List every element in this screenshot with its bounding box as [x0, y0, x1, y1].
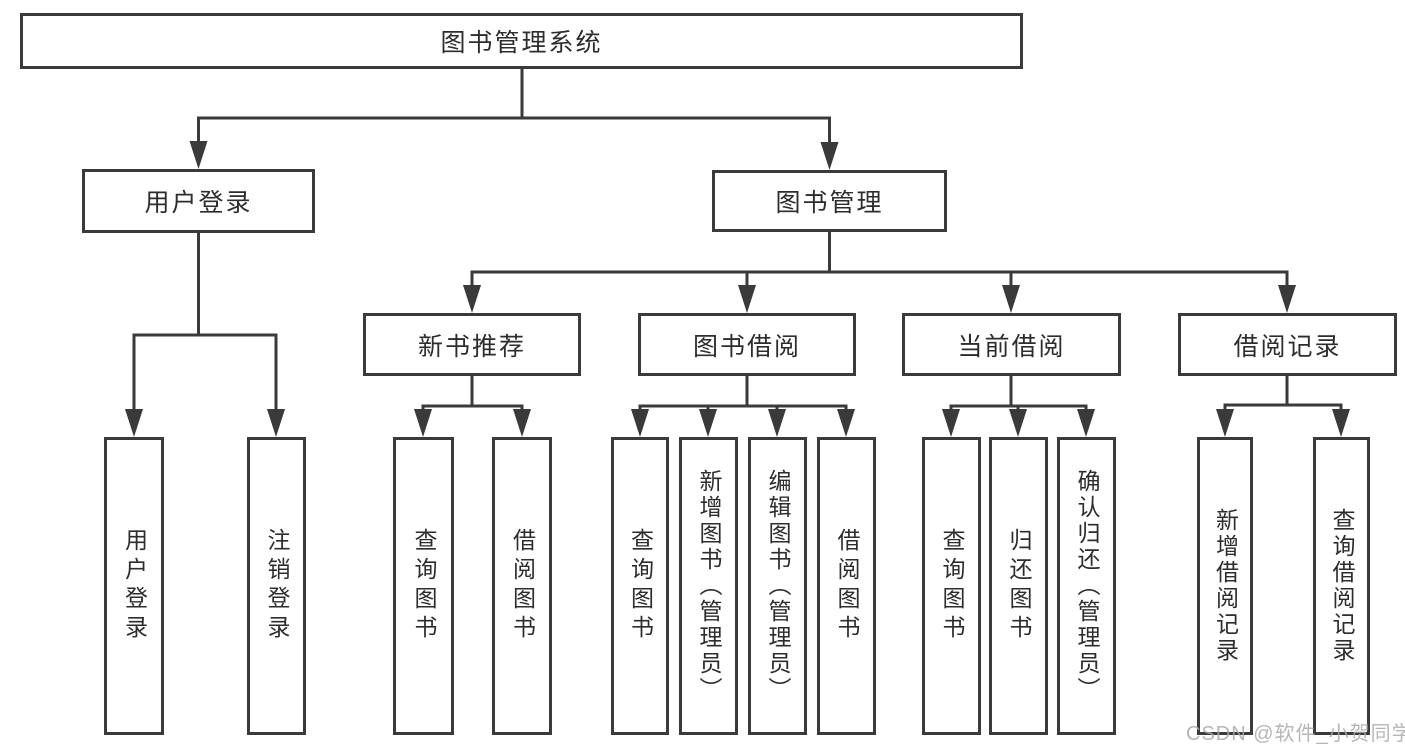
- leaf-add-borrowing-record: 新增借阅记录: [1197, 437, 1253, 735]
- leaf-user-login: 用户登录: [104, 437, 164, 735]
- leaf-query-books-current: 查询图书: [922, 437, 981, 735]
- leaf-edit-books-admin: 编辑图书（管理员）: [748, 437, 807, 735]
- node-book-borrowing: 图书借阅: [638, 313, 856, 376]
- node-new-book-recommendation: 新书推荐: [363, 313, 581, 376]
- leaf-return-books: 归还图书: [989, 437, 1048, 735]
- node-label: 注销登录: [264, 528, 290, 644]
- node-label: 编辑图书（管理员）: [765, 469, 791, 703]
- node-label: 借阅记录: [1233, 332, 1342, 361]
- node-label: 新书推荐: [417, 332, 526, 361]
- leaf-query-borrowing-record: 查询借阅记录: [1313, 437, 1370, 735]
- node-borrowing-records: 借阅记录: [1178, 313, 1397, 376]
- node-book-management: 图书管理: [712, 170, 947, 232]
- node-label: 图书管理系统: [440, 29, 603, 57]
- node-label: 用户登录: [144, 189, 253, 217]
- watermark: CSDN @软件_小贺同学: [1186, 723, 1405, 745]
- node-library-management-system: 图书管理系统: [20, 13, 1023, 69]
- node-label: 新增借阅记录: [1212, 508, 1239, 664]
- node-label: 查询借阅记录: [1329, 508, 1355, 664]
- node-label: 图书借阅: [692, 332, 801, 361]
- leaf-confirm-return-admin: 确认归还（管理员）: [1057, 437, 1116, 735]
- node-label: 查询图书: [939, 528, 965, 644]
- node-label: 查询图书: [627, 528, 654, 644]
- node-label: 查询图书: [411, 528, 437, 644]
- leaf-query-books-recommendation: 查询图书: [393, 437, 454, 735]
- leaf-borrow-books-borrowing: 借阅图书: [817, 437, 876, 735]
- node-label: 用户登录: [121, 528, 148, 644]
- node-label: 当前借阅: [957, 332, 1066, 361]
- node-user-login: 用户登录: [82, 169, 315, 233]
- node-label: 归还图书: [1006, 528, 1032, 644]
- leaf-logout: 注销登录: [247, 437, 306, 735]
- leaf-borrow-books-recommendation: 借阅图书: [492, 437, 552, 735]
- leaf-query-books-borrowing: 查询图书: [611, 437, 669, 735]
- node-current-borrowing: 当前借阅: [902, 313, 1121, 376]
- node-label: 借阅图书: [834, 528, 860, 644]
- node-label: 确认归还（管理员）: [1074, 469, 1100, 703]
- leaf-add-books-admin: 新增图书（管理员）: [679, 437, 738, 735]
- node-label: 新增图书（管理员）: [696, 469, 722, 703]
- node-label: 图书管理: [775, 189, 884, 217]
- node-label: 借阅图书: [509, 528, 536, 644]
